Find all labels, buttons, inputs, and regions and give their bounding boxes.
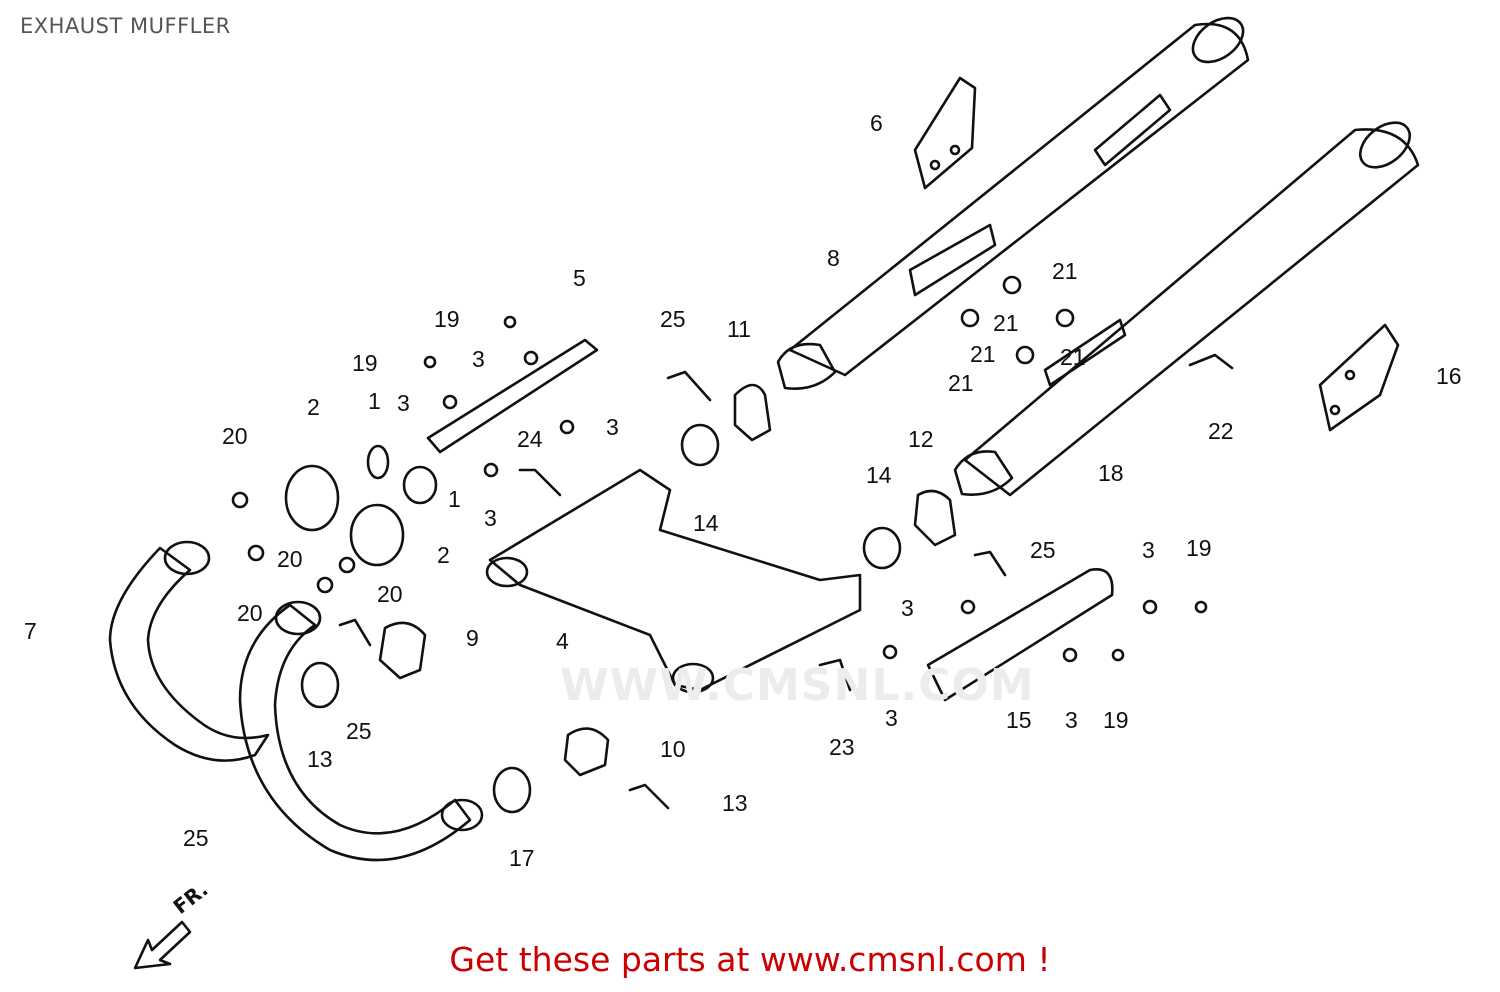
callout-15: 15 [1006,707,1032,733]
callout-7: 7 [24,618,37,644]
exhaust-pipe-7 [108,546,270,762]
callout-13: 13 [307,746,333,772]
callout-20: 20 [277,546,303,572]
callout-25: 13 [722,790,748,816]
callout-21: 21 [1052,258,1078,284]
callout-24: 24 [517,426,543,452]
callout-19: 19 [1103,707,1129,733]
callout-3: 3 [901,595,914,621]
callout-14: 14 [693,510,719,536]
callout-16: 16 [1436,363,1462,389]
callout-8: 8 [827,245,840,271]
callout-3: 3 [1142,537,1155,563]
callout-3: 3 [885,705,898,731]
callout-21: 21 [948,370,974,396]
callout-3: 3 [472,346,485,372]
callout-2: 2 [307,394,320,420]
callout-22: 22 [1208,418,1234,444]
callout-25: 25 [346,718,372,744]
callout-19: 19 [1186,535,1212,561]
callout-12: 12 [908,426,934,452]
callout-19: 19 [352,350,378,376]
callout-3: 3 [1065,707,1078,733]
callout-4: 4 [556,628,569,654]
callout-25: 25 [1030,537,1056,563]
callout-2: 2 [437,542,450,568]
callout-6: 6 [870,110,883,136]
callout-14: 14 [866,462,892,488]
callout-11: 11 [727,316,751,342]
front-direction-arrow [133,920,192,970]
callout-21: 21 [970,341,996,367]
heat-shield-15 [926,568,1114,702]
callout-13: 17 [509,845,535,871]
callout-9: 9 [466,625,479,651]
callout-20: 20 [237,600,263,626]
callout-20: 20 [222,423,248,449]
upper-muffler-end [1191,16,1245,64]
callout-21: 21 [1060,344,1086,370]
lower-muffler [963,128,1420,497]
callout-3: 3 [484,505,497,531]
chamber-4 [488,468,862,692]
callout-21: 21 [993,310,1019,336]
bracket-6 [913,76,977,190]
strip-5 [426,338,599,454]
footer-link-text[interactable]: Get these parts at www.cmsnl.com ! [449,940,1051,979]
callout-1: 1 [368,388,381,414]
callout-25: 25 [660,306,686,332]
diagram-title: EXHAUST MUFFLER [20,14,231,38]
callout-1: 1 [448,486,461,512]
callout-19: 19 [434,306,460,332]
upper-muffler [788,22,1250,377]
callout-23: 23 [829,734,855,760]
watermark: WWW.CMSNL.COM [560,660,1035,711]
callout-3: 3 [397,390,410,416]
callout-20: 20 [377,581,403,607]
exhaust-pipe-17 [238,603,472,862]
callout-17: 25 [183,825,209,851]
callout-3: 3 [606,414,619,440]
bracket-16 [1318,323,1400,432]
callout-5: 5 [573,265,586,291]
callout-18: 18 [1098,460,1124,486]
callout-10: 10 [660,736,686,762]
